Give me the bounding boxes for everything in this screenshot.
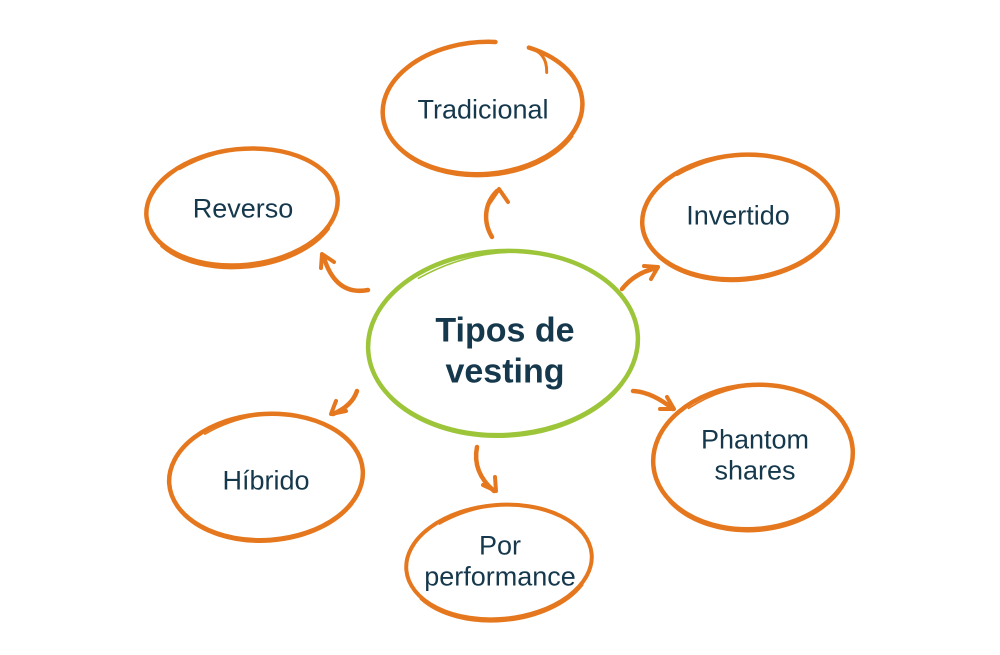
node-label-phantom-shares: Phantom shares	[700, 424, 810, 486]
bubble-por-performance-outline	[404, 502, 594, 623]
bubble-reverso-outline	[144, 146, 340, 270]
arrow-to-invertido	[619, 264, 660, 292]
bubble-hibrido-outline	[166, 411, 366, 543]
arrow-to-reverso	[319, 252, 371, 294]
arrow-to-por-performance	[473, 444, 498, 494]
node-label-tradicional: Tradicional	[417, 94, 549, 125]
node-label-por-performance: Por performance	[424, 530, 576, 592]
node-label-hibrido: Híbrido	[222, 465, 310, 496]
bubble-tradicional-outline	[380, 39, 585, 178]
arrow-to-hibrido	[329, 388, 360, 417]
bubble-phantom-shares-outline	[650, 382, 856, 533]
bubble-invertido-outline	[639, 152, 841, 283]
arrow-to-tradicional	[483, 187, 510, 240]
center-node-label: Tipos de vesting	[435, 311, 575, 391]
arrow-to-phantom-shares	[630, 388, 676, 412]
bubble-center-outline	[365, 248, 641, 438]
node-label-reverso: Reverso	[192, 193, 294, 224]
node-label-invertido: Invertido	[686, 200, 790, 231]
